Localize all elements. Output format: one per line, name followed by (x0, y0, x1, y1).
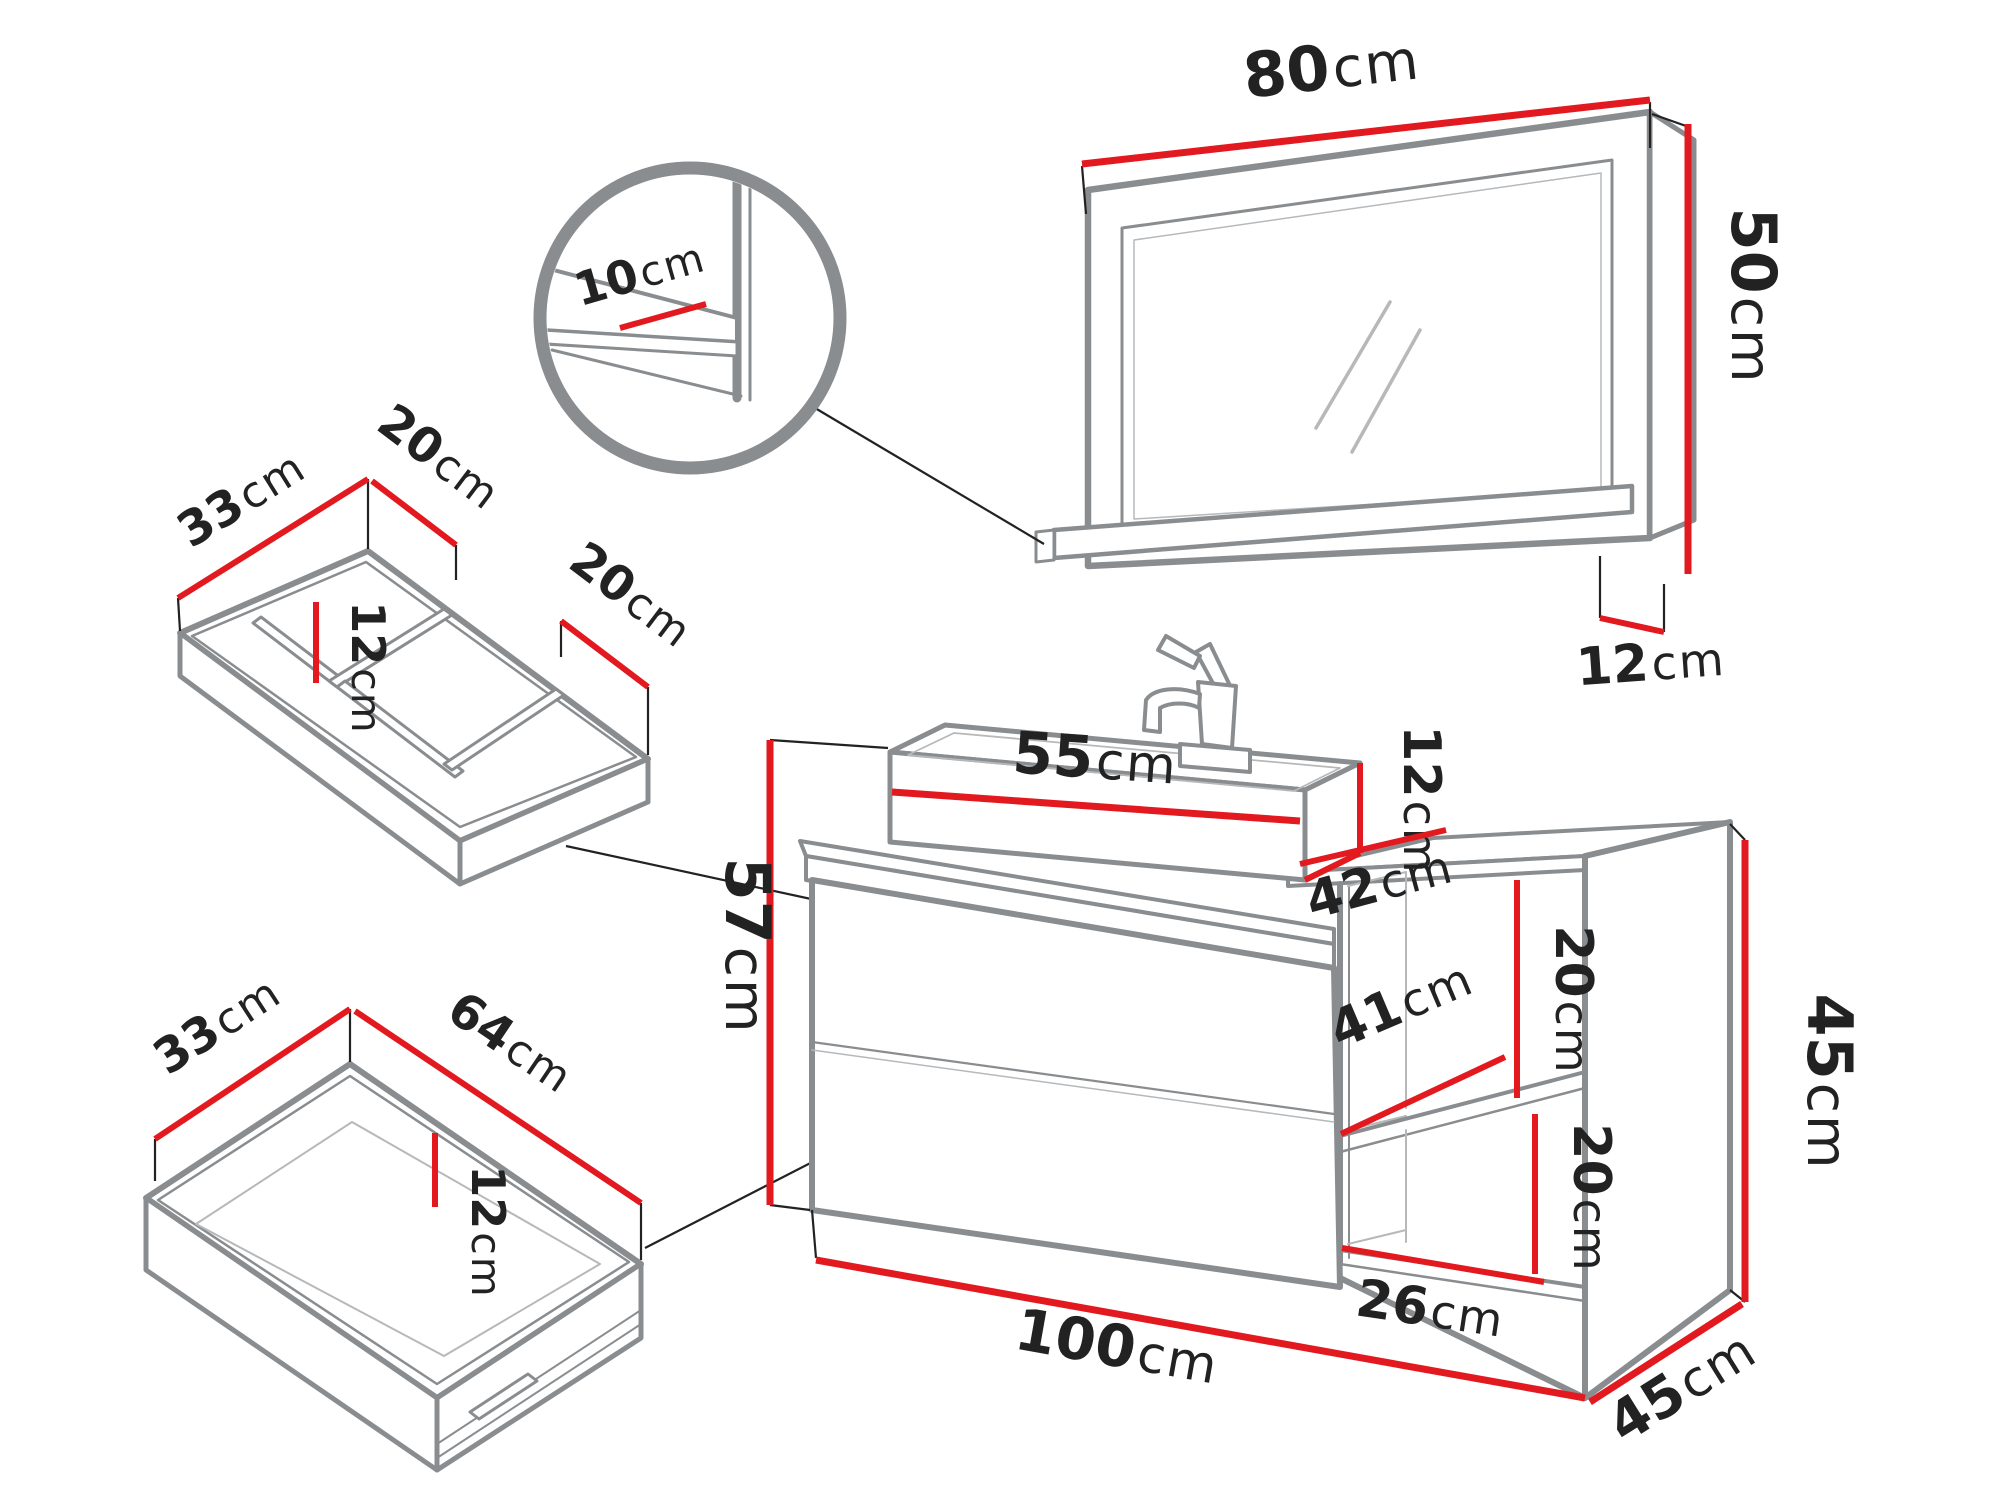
middle-shelf (1338, 1070, 1587, 1138)
shelf-support-line (550, 348, 743, 398)
mirror: 80cm 50cm 12cm (1034, 20, 1790, 698)
mirror-shelf-detail: 10cm (533, 161, 1045, 545)
faucet-lever-paddle (1156, 634, 1202, 670)
dimension-label-drawer-width: 64cm (438, 981, 585, 1105)
mirror-shelf-end-cap (1034, 528, 1056, 564)
dim-line-basin-width (891, 788, 1301, 825)
bottom-shelf-edge (1338, 1262, 1587, 1303)
dimension-label-organizer-height: 12cm (341, 601, 395, 735)
dimension-label-mirror-height: 50cm (1717, 207, 1790, 384)
extension-line (1651, 112, 1687, 128)
dimension-label-side-lower-compartment: 20cm (1561, 1123, 1621, 1272)
organizer-front-face (457, 756, 651, 887)
dimension-label-mirror-shelf-depth: 12cm (1574, 628, 1727, 698)
dim-line-organizer-right-compartment (559, 618, 650, 690)
dim-side-bottom-shelf: 26cm (1341, 1245, 1545, 1349)
extension-line (769, 738, 889, 750)
side-right-face (1582, 819, 1733, 1401)
drawer-front-divider (810, 1040, 1336, 1116)
dim-vanity-height: 57cm (711, 738, 889, 1212)
extension-line (1080, 165, 1088, 215)
extension-line (1729, 823, 1746, 841)
dimension-label-organizer-depth: 33cm (168, 438, 316, 559)
basin-inner-rim (907, 732, 1341, 792)
dim-organizer-back-compartment: 20cm (367, 393, 512, 580)
drawer-rim-inner (156, 1074, 631, 1386)
shelf-front-lip (547, 328, 739, 358)
drawer-floor (195, 1121, 601, 1357)
dim-basin-width: 55cm (891, 718, 1301, 825)
dim-line-mirror-width (1081, 96, 1651, 168)
dim-side-lower-compartment: 20cm (1532, 1114, 1621, 1274)
dimension-label-vanity-width: 100cm (1010, 1295, 1224, 1398)
dim-line-side-unit-depth (1588, 1301, 1744, 1405)
dim-line-side-bottom-shelf (1341, 1245, 1545, 1285)
dim-line-side-top-depth (1299, 827, 1447, 867)
dim-line-side-shelf-depth (1339, 1054, 1507, 1137)
dim-line-organizer-depth (176, 476, 370, 601)
organizer-rim-inner (190, 560, 638, 829)
glass-reflection-mark (1314, 300, 1392, 430)
dimension-label-organizer-right-compartment: 20cm (559, 531, 704, 660)
organizer-divider (442, 687, 566, 772)
dim-line-basin-bottom (1303, 850, 1362, 883)
drawer-front-groove (436, 1323, 642, 1459)
detail-contents (547, 175, 752, 403)
faucet-icon (1142, 634, 1252, 774)
dimension-label-side-bottom-shelf: 26cm (1352, 1268, 1509, 1349)
dim-mirror-height: 50cm (1651, 112, 1790, 574)
dim-mirror-shelf-depth: 12cm (1574, 556, 1727, 698)
drawer-slide-rail (468, 1372, 539, 1421)
dim-mirror-width: 80cm (1080, 20, 1652, 215)
dim-side-unit-height: 45cm (1729, 823, 1866, 1303)
compartment-back-edge (1347, 871, 1407, 887)
drawer-front-groove (436, 1309, 642, 1445)
extension-line (176, 597, 182, 632)
extension-line (769, 1203, 811, 1212)
drawer-organizer: 33cm 20cm 12cm 20cm (168, 393, 863, 912)
dimension-label-drawer-depth: 33cm (144, 963, 291, 1086)
vanity: 57cm 55cm 12cm 42cm 20cm 41cm 20cm (711, 634, 1866, 1457)
drawer-front-panel (434, 1261, 644, 1473)
dimension-label-organizer-back-compartment: 20cm (367, 393, 512, 522)
dim-line-organizer-back-compartment (370, 478, 458, 548)
mirror-frame-side (1647, 109, 1697, 541)
dimension-label-side-shelf-depth: 41cm (1321, 948, 1482, 1062)
middle-shelf-edge (1338, 1086, 1587, 1154)
drawer-front-divider (811, 1049, 1335, 1123)
dimension-label-basin-width: 55cm (1010, 718, 1180, 797)
dim-line-drawer-depth (153, 1006, 352, 1142)
leader-line-detail (814, 407, 1045, 545)
dim-line-mirror-shelf-depth (1599, 615, 1665, 635)
dim-organizer-height: 12cm (313, 601, 395, 735)
dimension-label-side-upper-compartment: 20cm (1543, 925, 1603, 1074)
faucet-base (1178, 742, 1252, 774)
glass-reflection-mark (1350, 328, 1422, 454)
dim-line-drawer-width (353, 1008, 643, 1206)
side-shelf-unit (1286, 819, 1733, 1401)
compartment-back-edge (1347, 1229, 1407, 1245)
extension-line (810, 1209, 818, 1259)
drawer: 33cm 64cm 12cm (143, 963, 866, 1473)
dim-line-vanity-width (815, 1256, 1586, 1402)
dimension-label-mirror-width: 80cm (1239, 20, 1423, 113)
dimension-label-side-unit-height: 45cm (1793, 993, 1866, 1170)
dim-line-shelf-detail-depth (619, 301, 707, 331)
faucet-spout (1142, 687, 1202, 734)
dim-side-upper-compartment: 20cm (1514, 880, 1603, 1098)
cabinet-front (809, 877, 1343, 1290)
side-bottom-edge (1337, 1275, 1588, 1401)
dim-drawer-height: 12cm (432, 1133, 515, 1299)
faucet-column (1196, 680, 1238, 750)
dimension-label-drawer-height: 12cm (461, 1165, 515, 1299)
organizer-divider (327, 607, 454, 689)
dimension-label-vanity-height: 57cm (711, 857, 784, 1034)
organizer-divider (335, 679, 465, 779)
